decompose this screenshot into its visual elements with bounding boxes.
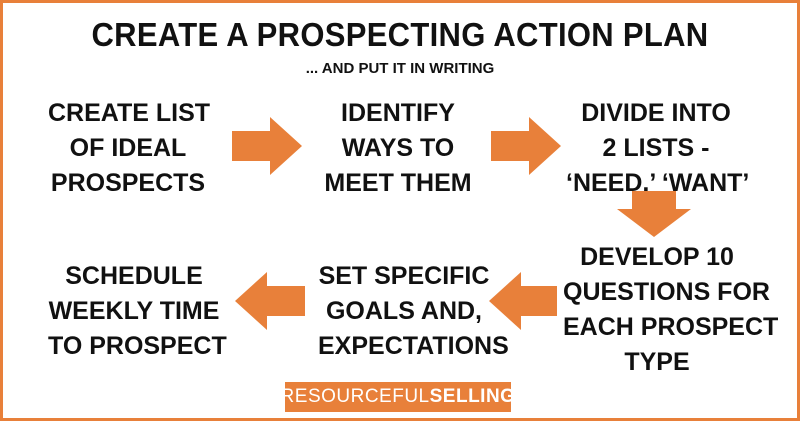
step-line: EXPECTATIONS bbox=[318, 332, 509, 360]
step-line: 2 LISTS - bbox=[602, 134, 710, 162]
step-line: GOALS AND, bbox=[325, 297, 483, 325]
step-line: EACH PROSPECT bbox=[563, 313, 779, 341]
step-line: PROSPECTS bbox=[50, 169, 206, 197]
right-arrow-icon bbox=[491, 117, 561, 175]
step-line: WAYS TO bbox=[341, 134, 455, 162]
step-line: IDENTIFY bbox=[341, 99, 455, 127]
step-line: CREATE LIST bbox=[48, 99, 211, 127]
step-divide-lists: DIVIDE INTO 2 LISTS - ‘NEED,’ ‘WANT’ bbox=[566, 96, 749, 201]
step-identify-ways: IDENTIFY WAYS TO MEET THEM bbox=[318, 96, 478, 201]
step-develop-questions: DEVELOP 10 QUESTIONS FOR EACH PROSPECT T… bbox=[563, 240, 779, 380]
right-arrow-icon bbox=[232, 117, 302, 175]
step-schedule-time: SCHEDULE WEEKLY TIME TO PROSPECT bbox=[48, 259, 227, 364]
logo-text-selling: SELLING bbox=[429, 386, 516, 407]
step-line: OF IDEAL bbox=[69, 134, 187, 162]
left-arrow-icon bbox=[489, 272, 557, 330]
step-line: DIVIDE INTO bbox=[581, 99, 731, 127]
diagram-subtitle: ... AND PUT IT IN WRITING bbox=[305, 60, 495, 77]
step-line: TO PROSPECT bbox=[48, 332, 227, 360]
step-line: TYPE bbox=[624, 348, 690, 376]
step-set-goals: SET SPECIFIC GOALS AND, EXPECTATIONS bbox=[318, 259, 509, 364]
step-line: SET SPECIFIC bbox=[318, 262, 490, 290]
step-line: DEVELOP 10 bbox=[580, 243, 734, 271]
step-create-list: CREATE LIST OF IDEAL PROSPECTS bbox=[48, 96, 211, 201]
step-line: QUESTIONS FOR bbox=[563, 278, 770, 306]
step-line: MEET THEM bbox=[324, 169, 472, 197]
left-arrow-icon bbox=[235, 272, 305, 330]
down-arrow-icon bbox=[617, 191, 691, 237]
step-line: SCHEDULE bbox=[65, 262, 203, 290]
diagram-title: CREATE A PROSPECTING ACTION PLAN bbox=[91, 15, 709, 54]
logo-text-resourceful: RESOURCEFUL bbox=[280, 386, 430, 407]
step-line: WEEKLY TIME bbox=[48, 297, 220, 325]
